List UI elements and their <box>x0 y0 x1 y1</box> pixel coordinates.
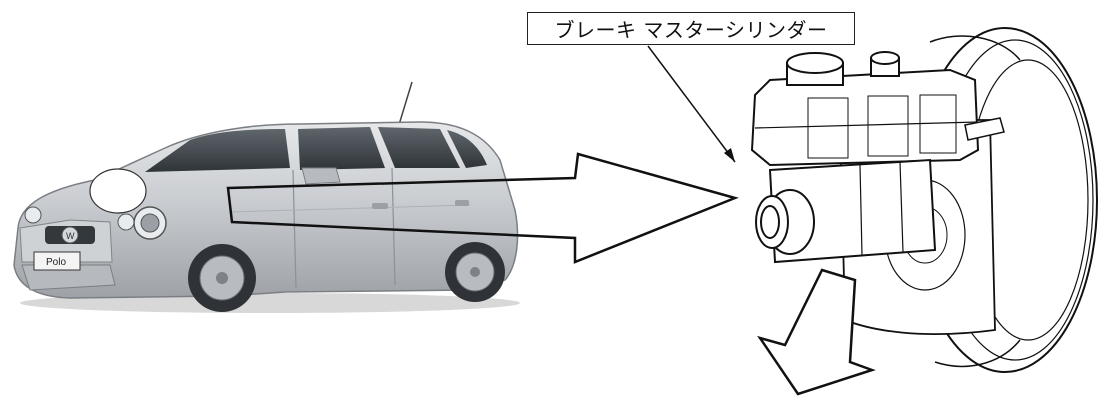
large-outline-arrow-icon <box>226 152 739 264</box>
callout-label-box: ブレーキ マスターシリンダー <box>527 12 855 45</box>
callout-label-text: ブレーキ マスターシリンダー <box>554 18 828 42</box>
car-illustration: W Polo <box>13 81 520 313</box>
brake-master-cylinder-illustration <box>750 27 1098 373</box>
license-plate-text: Polo <box>46 257 66 268</box>
location-marker-circle-icon <box>89 168 147 214</box>
callout-leader-line <box>647 45 736 163</box>
leader-arrowhead-icon <box>724 148 735 162</box>
down-arrow-outline-icon <box>757 268 876 396</box>
svg-text:W: W <box>66 231 75 241</box>
